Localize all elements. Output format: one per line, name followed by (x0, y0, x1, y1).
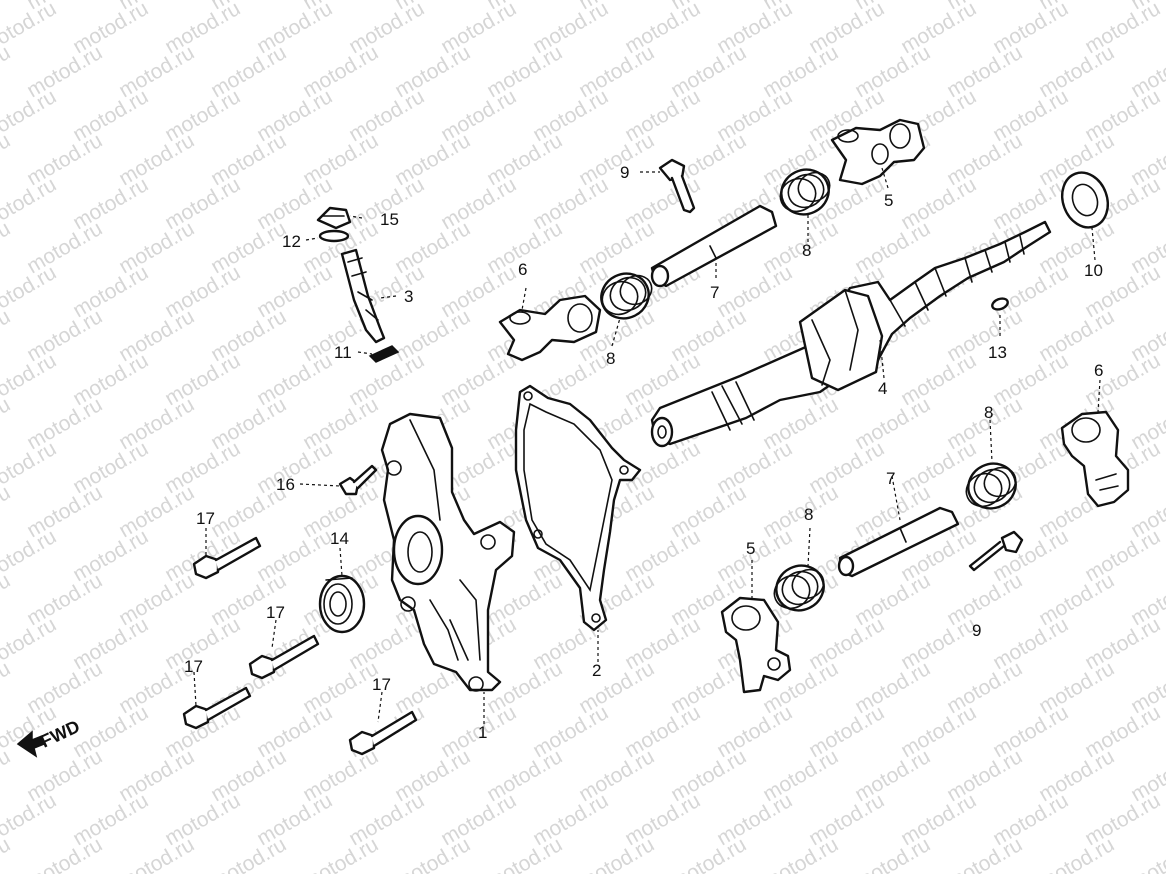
callout-17-d: 17 (372, 675, 391, 694)
callout-8-upper-left: 8 (606, 349, 615, 368)
part-8-upper-spring-b (779, 168, 831, 216)
callout-6-upper: 6 (518, 260, 527, 279)
watermark-text: motod.ru (299, 833, 382, 874)
callout-2: 2 (592, 661, 601, 680)
callout-4: 4 (878, 379, 887, 398)
part-6-upper-fork (498, 294, 602, 362)
callout-5-lower: 5 (746, 539, 755, 558)
watermark-text: motod.ru (667, 833, 750, 874)
callout-9-upper: 9 (620, 163, 629, 182)
callout-12: 12 (282, 232, 301, 251)
watermark-text: motod.ru (23, 833, 106, 874)
part-17-bolt-c (182, 686, 252, 730)
callout-17-b: 17 (266, 603, 285, 622)
watermark-text: motod.ru (943, 833, 1026, 874)
watermark-text: motod.ru (0, 393, 14, 454)
callout-11: 11 (334, 343, 352, 362)
callout-9-lower: 9 (972, 621, 981, 640)
part-14-seal (318, 574, 366, 634)
watermark-text: motod.ru (851, 833, 934, 874)
part-2-gasket (514, 384, 642, 632)
part-8-upper-spring-a (600, 272, 653, 320)
watermark-text: motod.ru (0, 305, 14, 366)
part-9-lower-bolt (968, 530, 1024, 572)
part-6-lower-fork (1060, 410, 1130, 508)
callout-8-lower-right: 8 (984, 403, 993, 422)
part-5-upper-fork (830, 118, 926, 186)
part-9-upper-bolt (658, 158, 696, 214)
watermark-text: motod.ru (0, 657, 14, 718)
part-12-washer (318, 229, 350, 243)
part-7-upper-rod (650, 204, 778, 288)
part-17-bolt-d (348, 710, 418, 756)
part-7-lower-rod (837, 506, 960, 578)
watermark-text: motod.ru (0, 481, 14, 542)
leader-lines (193, 167, 1101, 724)
callout-15: 15 (380, 210, 399, 229)
callout-8-upper-right: 8 (802, 241, 811, 260)
callout-3: 3 (404, 287, 413, 306)
watermark-text: motod.ru (0, 0, 60, 58)
watermark-text: motod.ru (1127, 833, 1166, 874)
watermark-text: motod.ru (391, 833, 474, 874)
callout-7-lower: 7 (886, 469, 895, 488)
callout-6-lower: 6 (1094, 361, 1103, 380)
watermark-text: motod.ru (115, 833, 198, 874)
watermark-text: motod.ru (575, 833, 658, 874)
callout-7-upper: 7 (710, 283, 719, 302)
part-4-shaft (650, 220, 1052, 448)
part-5-lower-fork (720, 596, 792, 694)
watermark-text: motod.ru (0, 41, 14, 102)
watermark-text: motod.ru (759, 833, 842, 874)
part-1-housing (380, 412, 516, 692)
callout-14: 14 (330, 529, 349, 548)
watermark-text: motod.ru (207, 833, 290, 874)
callout-16: 16 (276, 475, 295, 494)
part-13-key (991, 297, 1009, 311)
part-17-bolt-b (248, 634, 320, 680)
part-8-lower-spring-b (965, 462, 1017, 510)
watermark-text: motod.ru (1035, 833, 1118, 874)
part-16-bolt (338, 464, 378, 496)
callout-8-lower-left: 8 (804, 505, 813, 524)
callout-10: 10 (1084, 261, 1103, 280)
callout-17-c: 17 (184, 657, 203, 676)
part-17-bolt-a (192, 536, 262, 580)
watermark-text: motod.ru (0, 0, 14, 14)
watermark-text: motod.ru (0, 217, 14, 278)
part-15-clip (316, 206, 352, 230)
watermark-text: motod.ru (483, 833, 566, 874)
watermark-text: motod.ru (0, 569, 14, 630)
part-11-small-pin (368, 345, 400, 363)
part-8-lower-spring-a (773, 564, 825, 612)
callout-5-upper: 5 (884, 191, 893, 210)
callout-1: 1 (478, 723, 487, 742)
callout-13: 13 (988, 343, 1007, 362)
part-10-washer (1061, 171, 1109, 229)
watermark-text: motod.ru (0, 745, 14, 806)
watermark-text: motod.ru (0, 129, 14, 190)
part-3-pin (340, 248, 386, 344)
callout-labels: 15 12 3 11 9 8 5 10 7 6 8 13 4 6 8 7 8 5… (184, 163, 1103, 742)
callout-17-a: 17 (196, 509, 215, 528)
